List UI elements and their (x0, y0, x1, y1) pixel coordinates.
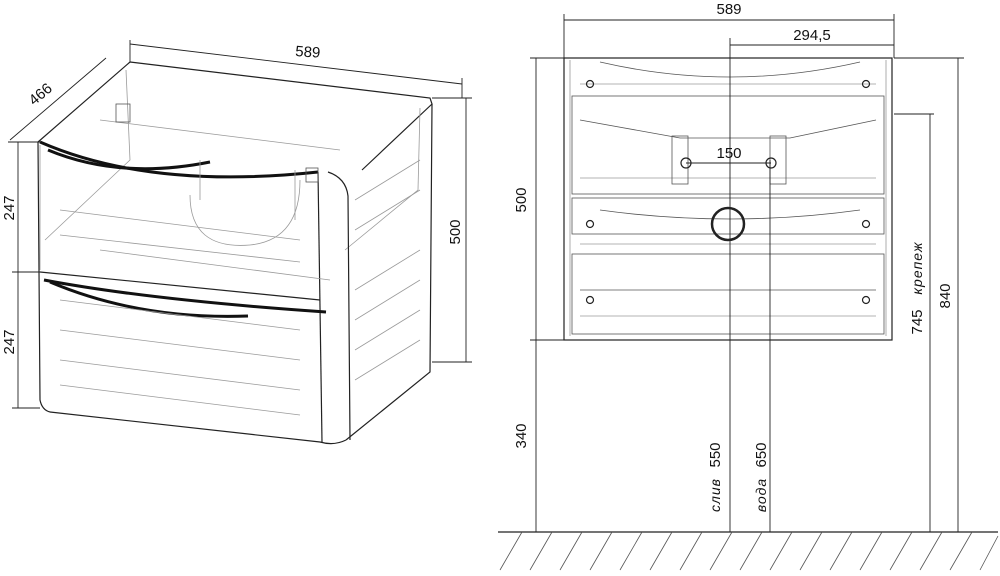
lower-drawer-front (43, 278, 327, 318)
front-width-label: 589 (716, 1, 741, 18)
mount-height-value: 745 (909, 309, 926, 334)
total-height-label: 840 (937, 283, 954, 308)
front-half-width-dimension: 294,5 (730, 27, 894, 46)
front-half-width-label: 294,5 (793, 27, 831, 44)
perspective-view: 589 466 247 247 500 (1, 40, 472, 445)
mount-height-text: крепеж (909, 241, 925, 295)
upper-drawer-front (39, 140, 321, 301)
perspective-height-label: 500 (447, 219, 464, 244)
front-cabinet-outline (563, 57, 893, 341)
front-cabinet-panels (569, 60, 887, 336)
cabinet-right-pilaster (317, 171, 351, 443)
front-holes-dimension: 150 (686, 145, 771, 164)
lower-drawer-height-label: 247 (1, 329, 18, 354)
drain-height-text: слив (707, 478, 723, 512)
front-view: 589 294,5 150 500 340 550 слив (498, 1, 999, 571)
front-holes-spacing-label: 150 (716, 145, 741, 162)
perspective-depth-dimension: 466 (8, 57, 107, 143)
perspective-width-dimension: 589 (129, 40, 463, 98)
water-height-text: вода (753, 478, 769, 512)
cabinet-interior (59, 103, 421, 416)
front-floor-gap-label: 340 (513, 423, 530, 448)
front-floor-gap-dimension: 340 (513, 340, 537, 532)
floor-hatch (498, 531, 999, 571)
water-height-value: 650 (753, 442, 770, 467)
mount-height-dimension: 745 крепеж (894, 113, 934, 532)
total-height-dimension: 840 (894, 57, 964, 532)
front-width-dimension: 589 (563, 1, 895, 58)
cabinet-front-left-edge (37, 141, 51, 413)
perspective-width-label: 589 (295, 43, 321, 62)
front-cabinet-height-dimension: 500 (513, 57, 564, 341)
front-cabinet-height-label: 500 (513, 187, 530, 212)
perspective-height-dimension: 500 (432, 97, 472, 363)
cabinet-top-frame (37, 61, 433, 251)
water-height-dimension: 650 вода (753, 442, 770, 512)
drain-height-value: 550 (707, 442, 724, 467)
cabinet-bottom-edge (49, 103, 433, 445)
perspective-drawer-dimensions: 247 247 (1, 141, 40, 409)
upper-drawer-height-label: 247 (1, 195, 18, 220)
drain-height-dimension: 550 слив (707, 442, 724, 512)
drain-hole (710, 206, 746, 242)
